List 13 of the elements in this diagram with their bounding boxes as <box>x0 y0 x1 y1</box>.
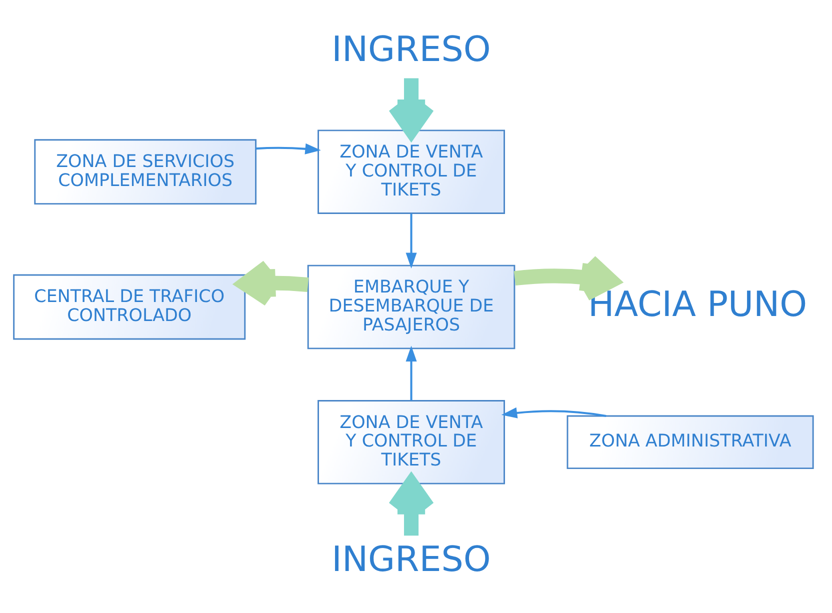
node-box: ZONA ADMINISTRATIVA <box>566 414 814 469</box>
node-box: ZONA DE VENTA Y CONTROL DE TIKETS <box>318 129 505 214</box>
node-text: INGRESO <box>332 540 491 580</box>
node-box: ZONA DE SERVICIOS COMPLEMENTARIOS <box>34 138 257 204</box>
arrow <box>501 406 606 418</box>
node-text: HACIA PUNO <box>588 284 808 325</box>
arrow <box>256 142 321 154</box>
arrow <box>406 213 417 268</box>
node-box: ZONA DE VENTA Y CONTROL DE TIKETS <box>318 400 505 484</box>
arrow <box>406 345 417 400</box>
node-text: INGRESO <box>332 29 491 70</box>
node-box: CENTRAL DE TRAFICO CONTROLADO <box>13 274 246 340</box>
node-box: EMBARQUE Y DESEMBARQUE DE PASAJEROS <box>307 264 516 349</box>
